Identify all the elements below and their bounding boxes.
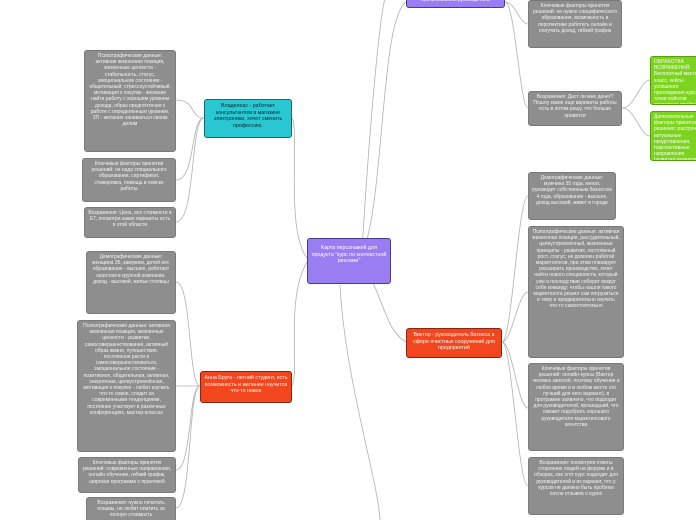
link-top-up [361,0,386,251]
manager-demographics-node[interactable]: Демографические данные: мужчина 35 года,… [528,172,616,220]
student-objections-node[interactable]: Возражения: нужно почитать отзывы, не лю… [86,497,176,520]
central-topic[interactable]: Карта персонажей для продукта "курс по к… [307,238,391,284]
extra-factors-node[interactable]: Дополнительные факторы принятия решения:… [650,111,696,161]
top-persona-node[interactable]: прогрессивный руководитель [406,0,505,8]
owner-persona-node[interactable]: Владелеас - работает консультантом в маг… [204,99,292,138]
student-persona-node[interactable]: Анна Бруга - летний студент, есть возмож… [200,371,292,403]
student-psychographics-node[interactable]: Психографические данные: активная жизнен… [77,320,176,452]
student-demographics-node[interactable]: Демографические данные: женщина 35, заму… [86,251,176,314]
manager-objections-node[interactable]: Возражения: посмотрев ответы сторонних л… [528,457,624,515]
owner-decision-factors-node[interactable]: Ключевые факторы принятия решений: не на… [82,158,176,202]
owner-psychographics-node[interactable]: Психографические данные: активная жизнен… [84,50,176,152]
link-center-owner [291,117,308,259]
link-center-bottom [339,284,381,520]
objection-handling-node[interactable]: ОБРАБОТКА ВОЗРАЖЕНИЙ: Бесплатный мастер-… [650,56,696,105]
student-decision-factors-node[interactable]: Ключевые факторы принятия решений: совре… [78,457,176,493]
owner-objections-node[interactable]: Возражения: Цена, все стоимости в ЕТ, по… [84,207,176,238]
link-center-student [291,261,308,387]
top-objections-node[interactable]: Возражения: Даст ли мне денег? Пошлу как… [528,91,622,126]
top-decision-factors-node[interactable]: Ключевые факторы принятия решений: не ну… [528,0,622,48]
manager-decision-factors-node[interactable]: Ключевые факторы принятия решений: онлай… [528,363,624,451]
manager-persona-node[interactable]: Виктор - руководитель бизнеса в сфере оч… [406,328,502,358]
manager-psychographics-node[interactable]: Психографические данные: активная жизнен… [528,226,624,358]
link-center-top [361,1,407,256]
